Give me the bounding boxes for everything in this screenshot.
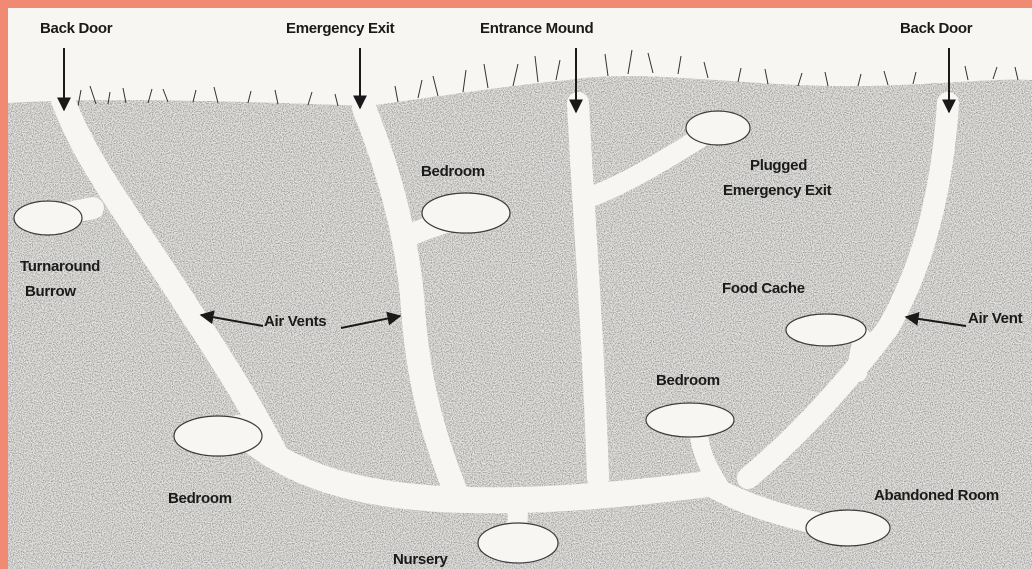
bedroom-left-chamber bbox=[174, 416, 262, 456]
label-back-door-left: Back Door bbox=[40, 20, 113, 37]
label-bedroom-upper: Bedroom bbox=[421, 163, 485, 180]
label-emergency-exit: Emergency Exit bbox=[286, 20, 395, 37]
turnaround-chamber bbox=[14, 201, 82, 235]
bedroom-right-chamber bbox=[646, 403, 734, 437]
prairie-dog-burrow-diagram: Back Door Emergency Exit Entrance Mound … bbox=[8, 8, 1032, 569]
label-turnaround: Turnaround bbox=[20, 258, 100, 275]
label-bedroom-right: Bedroom bbox=[656, 372, 720, 389]
label-bedroom-left: Bedroom bbox=[168, 490, 232, 507]
label-plugged: Plugged bbox=[750, 157, 807, 174]
label-back-door-right: Back Door bbox=[900, 20, 973, 37]
label-food-cache: Food Cache bbox=[722, 280, 805, 297]
label-burrow: Burrow bbox=[25, 283, 76, 300]
food-cache-chamber bbox=[786, 314, 866, 346]
label-nursery: Nursery bbox=[393, 551, 449, 568]
label-air-vents: Air Vents bbox=[264, 313, 326, 330]
label-abandoned-room: Abandoned Room bbox=[874, 487, 999, 504]
plugged-exit-chamber bbox=[686, 111, 750, 145]
label-air-vent-right: Air Vent bbox=[968, 310, 1023, 327]
label-entrance-mound: Entrance Mound bbox=[480, 20, 593, 37]
abandoned-room-chamber bbox=[806, 510, 890, 546]
nursery-chamber bbox=[478, 523, 558, 563]
bedroom-upper-chamber bbox=[422, 193, 510, 233]
label-plugged-emergency-exit: Emergency Exit bbox=[723, 182, 832, 199]
diagram-panel: Back Door Emergency Exit Entrance Mound … bbox=[8, 8, 1032, 569]
